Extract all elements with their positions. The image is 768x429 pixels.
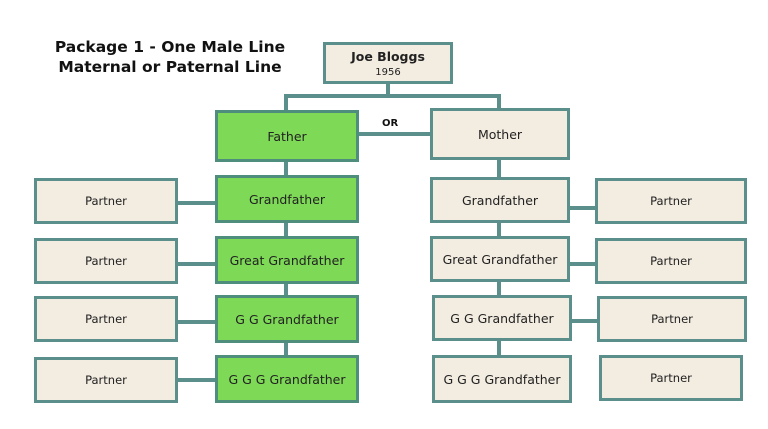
left-node-gg-grandfather-label: G G Grandfather [235,311,339,327]
left-node-grandfather: Grandfather [215,175,359,223]
right-partner-4-label: Partner [650,371,692,385]
right-partner-3-label: Partner [651,312,693,326]
connector-left-partner-4 [176,378,218,382]
connector-right-partner-1 [567,206,597,210]
right-partner-2: Partner [595,238,747,284]
root-person-box: Joe Bloggs 1956 [323,42,453,84]
left-node-ggg-grandfather-label: G G G Grandfather [228,371,346,387]
right-node-ggg-grandfather: G G G Grandfather [432,355,572,403]
title-line-1: Package 1 - One Male Line [54,38,286,56]
left-partner-3: Partner [34,296,178,342]
left-node-father: Father [215,110,359,162]
right-node-grandfather-label: Grandfather [461,192,539,208]
right-node-mother: Mother [430,108,570,160]
right-partner-1: Partner [595,178,747,224]
left-node-grandfather-label: Grandfather [248,191,326,207]
left-node-great-grandfather-label: Great Grandfather [229,252,345,268]
root-person-name: Joe Bloggs [351,48,425,64]
connector-left-partner-2 [176,262,218,266]
right-partner-1-label: Partner [650,194,692,208]
connector-or [357,132,432,136]
left-node-gg-grandfather: G G Grandfather [215,295,359,343]
connector-to-mother [497,94,501,110]
connector-horizontal-bar [284,94,501,98]
right-node-great-grandfather-label: Great Grandfather [442,251,558,267]
left-node-great-grandfather: Great Grandfather [215,236,359,284]
connector-left-partner-1 [176,201,218,205]
diagram-title: Package 1 - One Male Line Maternal or Pa… [30,37,310,77]
title-line-2: Maternal or Paternal Line [58,58,282,76]
left-node-ggg-grandfather: G G G Grandfather [215,355,359,403]
right-partner-3: Partner [597,296,747,342]
left-partner-2: Partner [34,238,178,284]
connector-left-partner-3 [176,320,218,324]
left-partner-2-label: Partner [85,254,127,268]
right-partner-2-label: Partner [650,254,692,268]
left-node-father-label: Father [267,128,307,144]
right-node-gg-grandfather: G G Grandfather [432,295,572,341]
right-partner-4: Partner [599,355,743,401]
connector-root-down [386,82,390,96]
or-label: OR [382,118,399,129]
right-node-great-grandfather: Great Grandfather [430,236,570,282]
left-partner-1-label: Partner [85,194,127,208]
right-node-grandfather: Grandfather [430,177,570,223]
left-partner-4-label: Partner [85,373,127,387]
connector-to-father [284,94,288,112]
left-partner-3-label: Partner [85,312,127,326]
right-node-gg-grandfather-label: G G Grandfather [450,310,554,326]
left-partner-4: Partner [34,357,178,403]
connector-right-partner-3 [569,319,599,323]
root-person-year: 1956 [375,66,401,78]
right-node-ggg-grandfather-label: G G G Grandfather [443,371,561,387]
left-partner-1: Partner [34,178,178,224]
connector-right-partner-2 [567,262,597,266]
right-node-mother-label: Mother [477,126,523,142]
